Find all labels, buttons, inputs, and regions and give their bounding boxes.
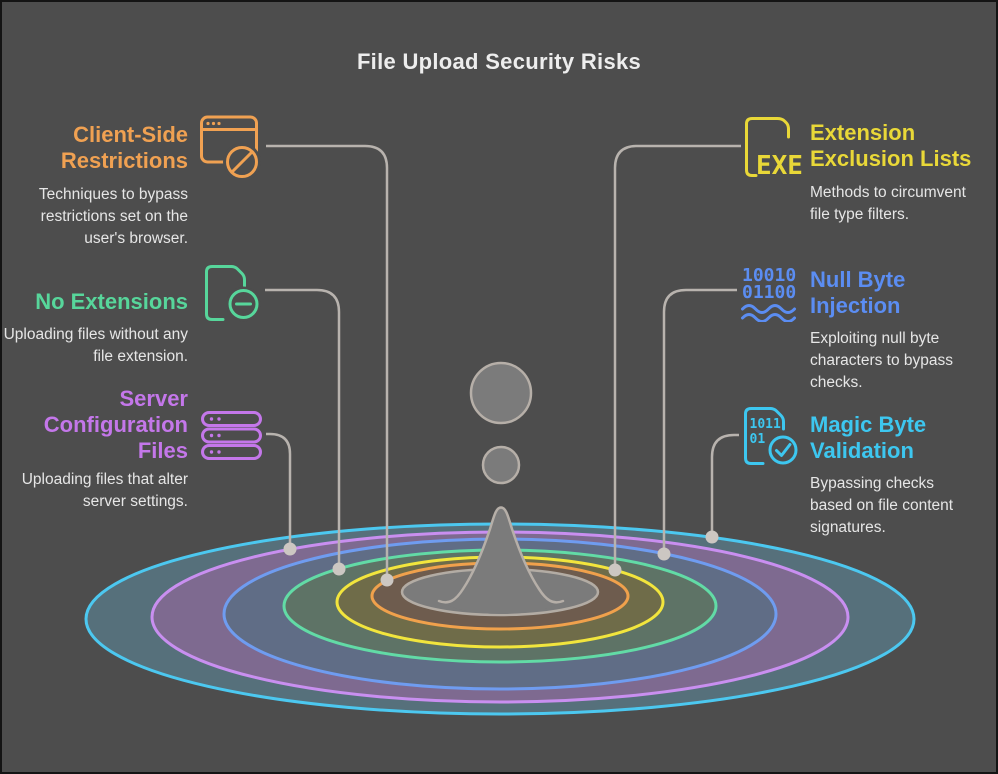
connector-client-side: [266, 144, 389, 580]
file-minus-icon: [204, 264, 262, 322]
magic-binary-line-1: 1011: [750, 417, 781, 432]
page-title: File Upload Security Risks: [356, 49, 642, 74]
magic-binary-line-2: 01: [750, 432, 766, 447]
splash-column: [439, 507, 563, 614]
item-description-server-configuration-files: Uploading files that alter server settin…: [21, 471, 188, 510]
exe-label: EXE: [756, 151, 803, 178]
connector-dot: [332, 562, 346, 576]
connector-dot: [705, 530, 719, 544]
droplet-small: [481, 445, 521, 485]
droplet-large: [469, 361, 533, 425]
item-heading-server-configuration-files: Server Configuration Files: [43, 386, 188, 463]
item-heading-null-byte-injection: Null Byte Injection: [810, 267, 906, 318]
exe-file-icon: EXE: [744, 116, 804, 178]
item-description-magic-byte-validation: Bypassing checks based on file content s…: [810, 475, 954, 536]
item-heading-extension-exclusion-lists: Extension Exclusion Lists: [810, 120, 972, 171]
connector-group: [265, 144, 741, 580]
item-heading-magic-byte-validation: Magic Byte Validation: [810, 412, 927, 463]
connector-exclusion: [613, 144, 741, 570]
file-binary-check-icon: 1011 01: [743, 406, 801, 466]
binary-waves-icon: 10010 01100: [740, 264, 800, 322]
binary-line-2: 01100: [742, 282, 796, 303]
item-description-null-byte-injection: Exploiting null byte characters to bypas…: [810, 330, 954, 391]
connector-server-config: [266, 432, 292, 549]
connector-magic-byte: [710, 433, 739, 537]
connector-no-extensions: [265, 288, 341, 569]
connector-null-byte: [662, 288, 737, 554]
connector-dot: [380, 573, 394, 587]
server-stack-icon: [201, 411, 263, 461]
item-heading-no-extensions: No Extensions: [35, 289, 188, 314]
connector-dots: [283, 530, 719, 587]
browser-blocked-icon: [199, 114, 263, 180]
item-description-no-extensions: Uploading files without any file extensi…: [3, 326, 188, 365]
item-heading-client-side-restrictions: Client-Side Restrictions: [60, 122, 188, 173]
item-description-client-side-restrictions: Techniques to bypass restrictions set on…: [38, 186, 188, 247]
item-description-extension-exclusion-lists: Methods to circumvent file type filters.: [810, 184, 966, 223]
connector-dot: [283, 542, 297, 556]
connector-dot: [608, 563, 622, 577]
connector-dot: [657, 547, 671, 561]
binary-line-1: 10010: [742, 265, 796, 286]
splash-outline: [437, 506, 565, 604]
ripple-group: [84, 522, 916, 716]
